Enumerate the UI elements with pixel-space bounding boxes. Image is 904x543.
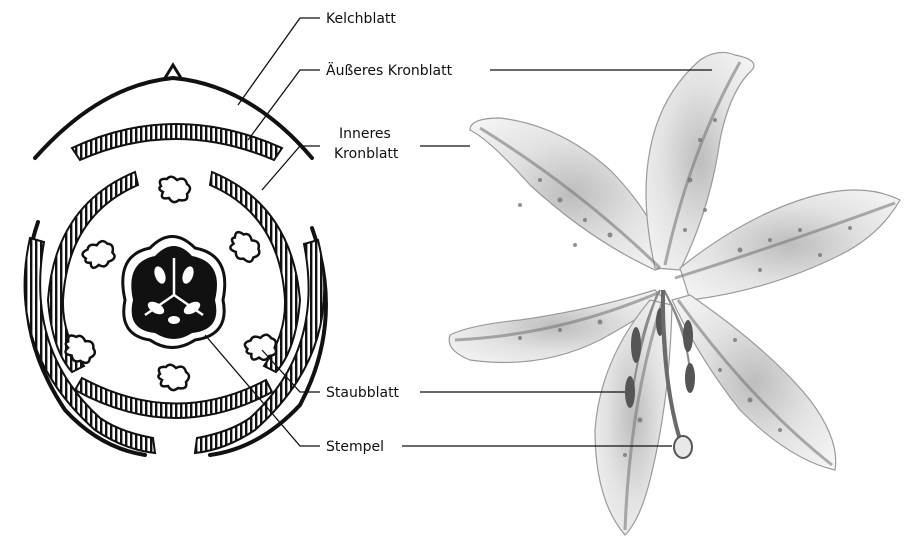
label-staubblatt: Staubblatt [326,385,400,401]
label-aeusseres-kronblatt: Äußeres Kronblatt [326,61,453,79]
labels: Kelchblatt Äußeres Kronblatt Inneres Kro… [326,11,453,455]
stamen [225,229,264,266]
lily-illustration [449,52,900,535]
stamen [80,236,119,273]
outer-petal-top [72,124,282,160]
lily-petal-right [680,190,900,300]
stamen [159,177,190,202]
label-stempel: Stempel [326,439,384,455]
lily-petal-lower-right [672,295,836,470]
label-kelchblatt: Kelchblatt [326,11,396,27]
stamen [158,365,189,390]
floral-diagram [25,65,326,455]
pistil [123,237,225,348]
label-inneres-kronblatt-line2: Kronblatt [334,146,399,162]
leader-kelchblatt [238,18,320,105]
label-inneres-kronblatt-line1: Inneres [339,126,391,142]
